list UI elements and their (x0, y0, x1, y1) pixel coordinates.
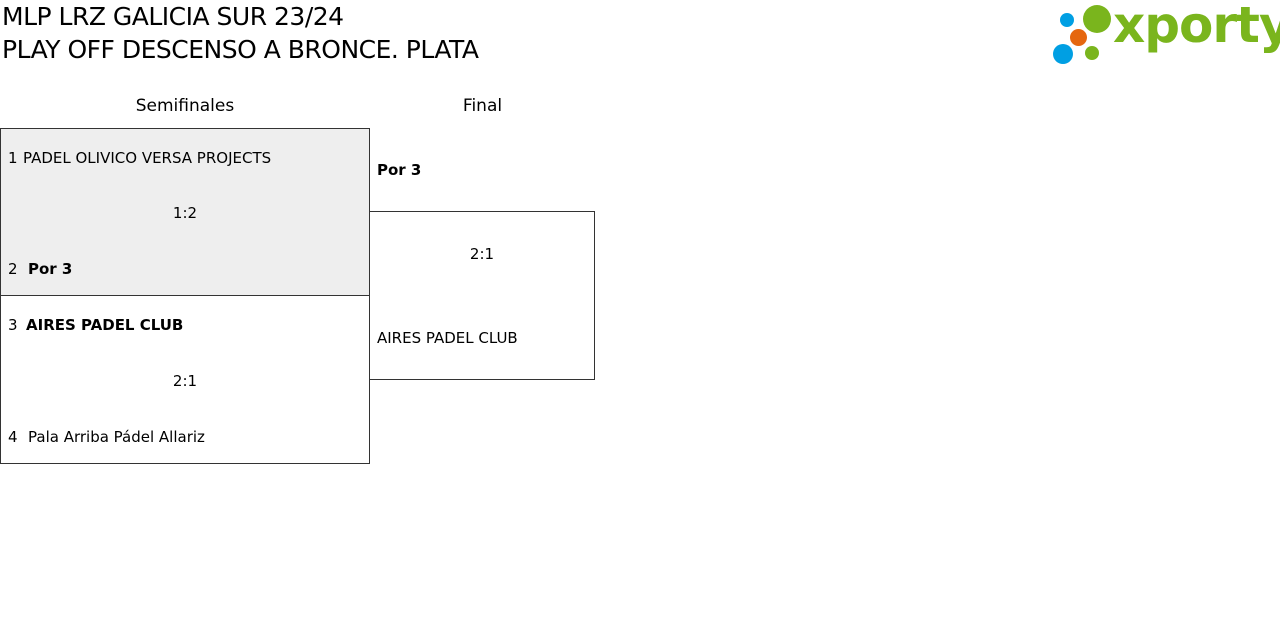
final-team-2[interactable]: AIRES PADEL CLUB (377, 329, 518, 347)
page-subtitle: PLAY OFF DESCENSO A BRONCE. PLATA (2, 35, 479, 64)
seed: 4 (8, 428, 18, 446)
page-title: MLP LRZ GALICIA SUR 23/24 (2, 2, 344, 31)
match-score: 2:1 (172, 372, 198, 390)
seed: 1 (8, 149, 18, 167)
team-name[interactable]: PADEL OLIVICO VERSA PROJECTS (23, 149, 272, 167)
semifinal-match-2[interactable]: 3 AIRES PADEL CLUB 2:1 4 Pala Arriba Pád… (0, 295, 370, 464)
team-name[interactable]: Pala Arriba Pádel Allariz (28, 428, 205, 446)
match-score: 1:2 (172, 204, 198, 222)
team-name[interactable]: AIRES PADEL CLUB (26, 316, 184, 334)
semifinal-match-1[interactable]: 1 PADEL OLIVICO VERSA PROJECTS 1:2 2 Por… (0, 128, 370, 296)
team-name[interactable]: Por 3 (28, 260, 73, 278)
logo-text: xporty (1113, 0, 1280, 54)
seed: 2 (8, 260, 18, 278)
final-match[interactable]: 2:1 AIRES PADEL CLUB (369, 211, 595, 380)
final-team-1[interactable]: Por 3 (377, 161, 422, 179)
round-label-semifinales: Semifinales (135, 96, 235, 116)
round-label-final: Final (462, 96, 503, 116)
xporty-logo (1050, 0, 1280, 70)
match-score: 2:1 (469, 245, 495, 263)
seed: 3 (8, 316, 18, 334)
